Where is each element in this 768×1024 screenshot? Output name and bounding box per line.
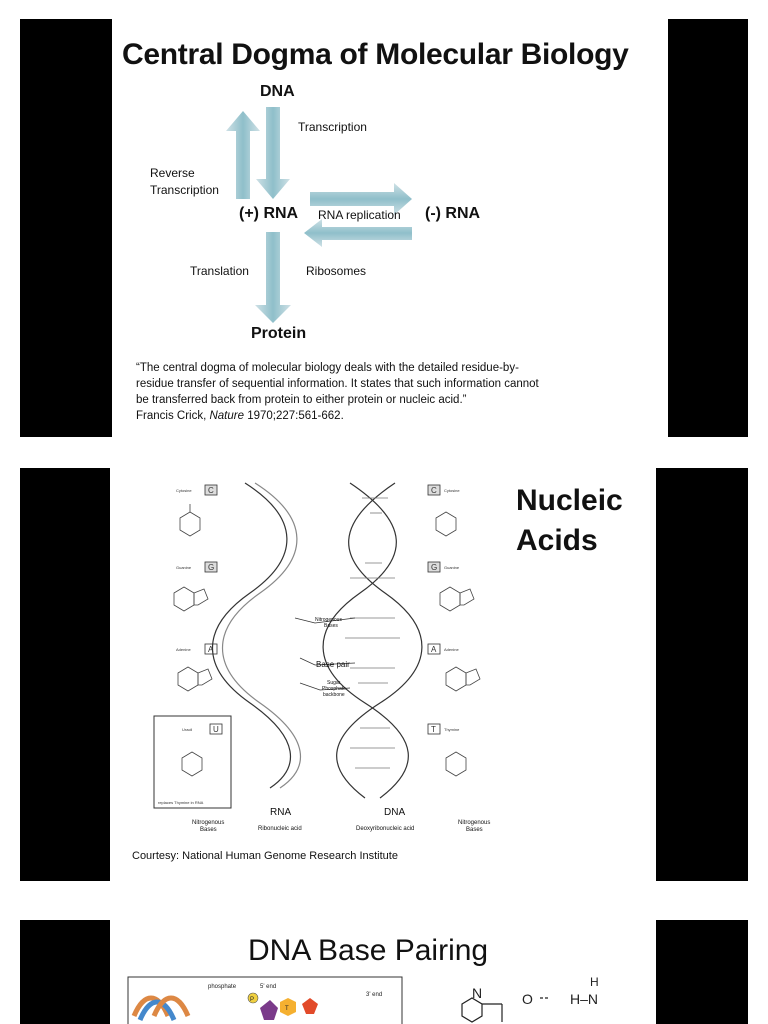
t-label: T [285, 1006, 289, 1012]
three-end-label: 3' end [366, 992, 382, 998]
left-base-code-0: C [208, 486, 214, 495]
left-base-code-1: G [208, 563, 214, 572]
quote-line-1: “The central dogma of molecular biology … [136, 362, 519, 374]
slide-3: DNA Base Pairing phosphate 5' end P T 3'… [110, 920, 656, 1024]
base-pairing-diagram: phosphate 5' end P T 3' end N O H–N H [127, 975, 599, 1024]
right-base-code-3: T [431, 725, 436, 734]
rna-helix [212, 482, 302, 789]
ribosomes-label: Ribosomes [306, 264, 367, 278]
minus-rna-label: (-) RNA [425, 205, 481, 222]
right-base-name-0: Cytosine [444, 488, 460, 493]
sugar-yellow [280, 998, 296, 1016]
dna-sublabel: Deoxyribonucleic acid [356, 826, 415, 832]
phosphate-label: phosphate [208, 984, 237, 990]
quote-line-3: be transferred back from protein to eith… [136, 394, 467, 406]
slide-1-frame: Central Dogma of Molecular Biology [20, 19, 748, 437]
n-atom-label: N [472, 985, 482, 1001]
rna-sublabel: Ribonucleic acid [258, 826, 302, 832]
citation: Francis Crick, Nature 1970;227:561-662. [136, 410, 344, 422]
slide-2: Nucleic Acids Cytosine C Guanine G Adeni… [110, 468, 656, 881]
left-base-labels: Cytosine C Guanine G Adenine A Uracil U [176, 484, 223, 735]
slide-3-frame: DNA Base Pairing phosphate 5' end P T 3'… [20, 920, 748, 1024]
right-base-code-0: C [431, 486, 437, 495]
backbone-label-2: Phosphate [322, 686, 346, 692]
quote-line-2: residue transfer of sequential informati… [136, 378, 539, 390]
right-base-labels: C Cytosine G Guanine A Adenine T Thymine [427, 484, 460, 735]
slide-3-title: DNA Base Pairing [248, 934, 489, 967]
rna-replication-label: RNA replication [318, 208, 401, 222]
transcription-label: Transcription [298, 120, 367, 134]
nucleic-acids-diagram: Cytosine C Guanine G Adenine A Uracil U … [153, 482, 481, 809]
transcription-arrow [256, 107, 290, 199]
right-base-name-1: Guanine [444, 565, 460, 570]
uracil-box [153, 715, 232, 809]
protein-label: Protein [251, 325, 307, 342]
right-nitrogenous-bases-1: Nitrogenous [458, 820, 491, 826]
left-nitrogenous-bases-1: Nitrogenous [192, 820, 225, 826]
left-base-name-2: Adenine [176, 647, 191, 652]
translation-arrow [255, 232, 291, 323]
nitrogenous-label-2: Bases [324, 623, 338, 629]
reverse-transcription-arrow [226, 111, 260, 199]
p-label: P [250, 997, 254, 1003]
mini-helix [131, 995, 191, 1022]
left-base-name-1: Guanine [176, 565, 192, 570]
left-base-name-3: Uracil [182, 727, 192, 732]
replication-right-arrow [310, 183, 412, 215]
reverse-transcription-label-2: Transcription [150, 183, 219, 197]
dna-label: DNA [260, 83, 295, 100]
slide-1-title: Central Dogma of Molecular Biology [122, 38, 629, 71]
slide-2-title-line-2: Acids [516, 524, 598, 557]
dna-helix [322, 482, 423, 799]
right-base-code-2: A [431, 645, 437, 654]
backbone-label-3: backbone [323, 692, 345, 698]
right-base-code-1: G [431, 563, 437, 572]
citation-journal: Nature [209, 410, 245, 422]
uracil-note: replaces Thymine in RNA [158, 800, 204, 805]
plus-rna-label: (+) RNA [239, 205, 299, 222]
slide-2-title-line-1: Nucleic [516, 484, 623, 517]
translation-label: Translation [190, 264, 249, 278]
right-nitrogenous-bases-2: Bases [466, 827, 483, 833]
backbone-label-1: Sugar [327, 680, 341, 686]
five-end-label: 5' end [260, 984, 276, 990]
left-nitrogenous-bases-2: Bases [200, 827, 217, 833]
left-base-code-3: U [213, 725, 219, 734]
base-red [302, 998, 318, 1014]
o-atom-label: O [522, 991, 533, 1007]
courtesy-text: Courtesy: National Human Genome Research… [132, 850, 398, 862]
rna-label: RNA [270, 807, 292, 818]
nitrogenous-label-1: Nitrogenous [315, 617, 342, 623]
molecule-structures [173, 504, 481, 777]
right-base-name-3: Thymine [444, 727, 460, 732]
left-base-code-2: A [208, 645, 214, 654]
phosphate-circle [247, 992, 259, 1004]
h-top-label: H [590, 975, 599, 989]
base-pair-label: Base pair [316, 660, 350, 669]
slide-2-frame: Nucleic Acids Cytosine C Guanine G Adeni… [20, 468, 748, 881]
sugar-purple [260, 1000, 278, 1020]
reverse-transcription-label-1: Reverse [150, 166, 195, 180]
citation-author: Francis Crick, [136, 410, 210, 422]
central-dogma-diagram [226, 107, 412, 323]
right-base-name-2: Adenine [444, 647, 459, 652]
left-base-name-0: Cytosine [176, 488, 192, 493]
hn-label: H–N [570, 991, 598, 1007]
h-bond-structure [461, 997, 550, 1023]
citation-ref: 1970;227:561-662. [244, 410, 344, 422]
replication-left-arrow [304, 219, 412, 247]
dna-label: DNA [384, 807, 406, 818]
slide-1: Central Dogma of Molecular Biology [112, 19, 668, 437]
